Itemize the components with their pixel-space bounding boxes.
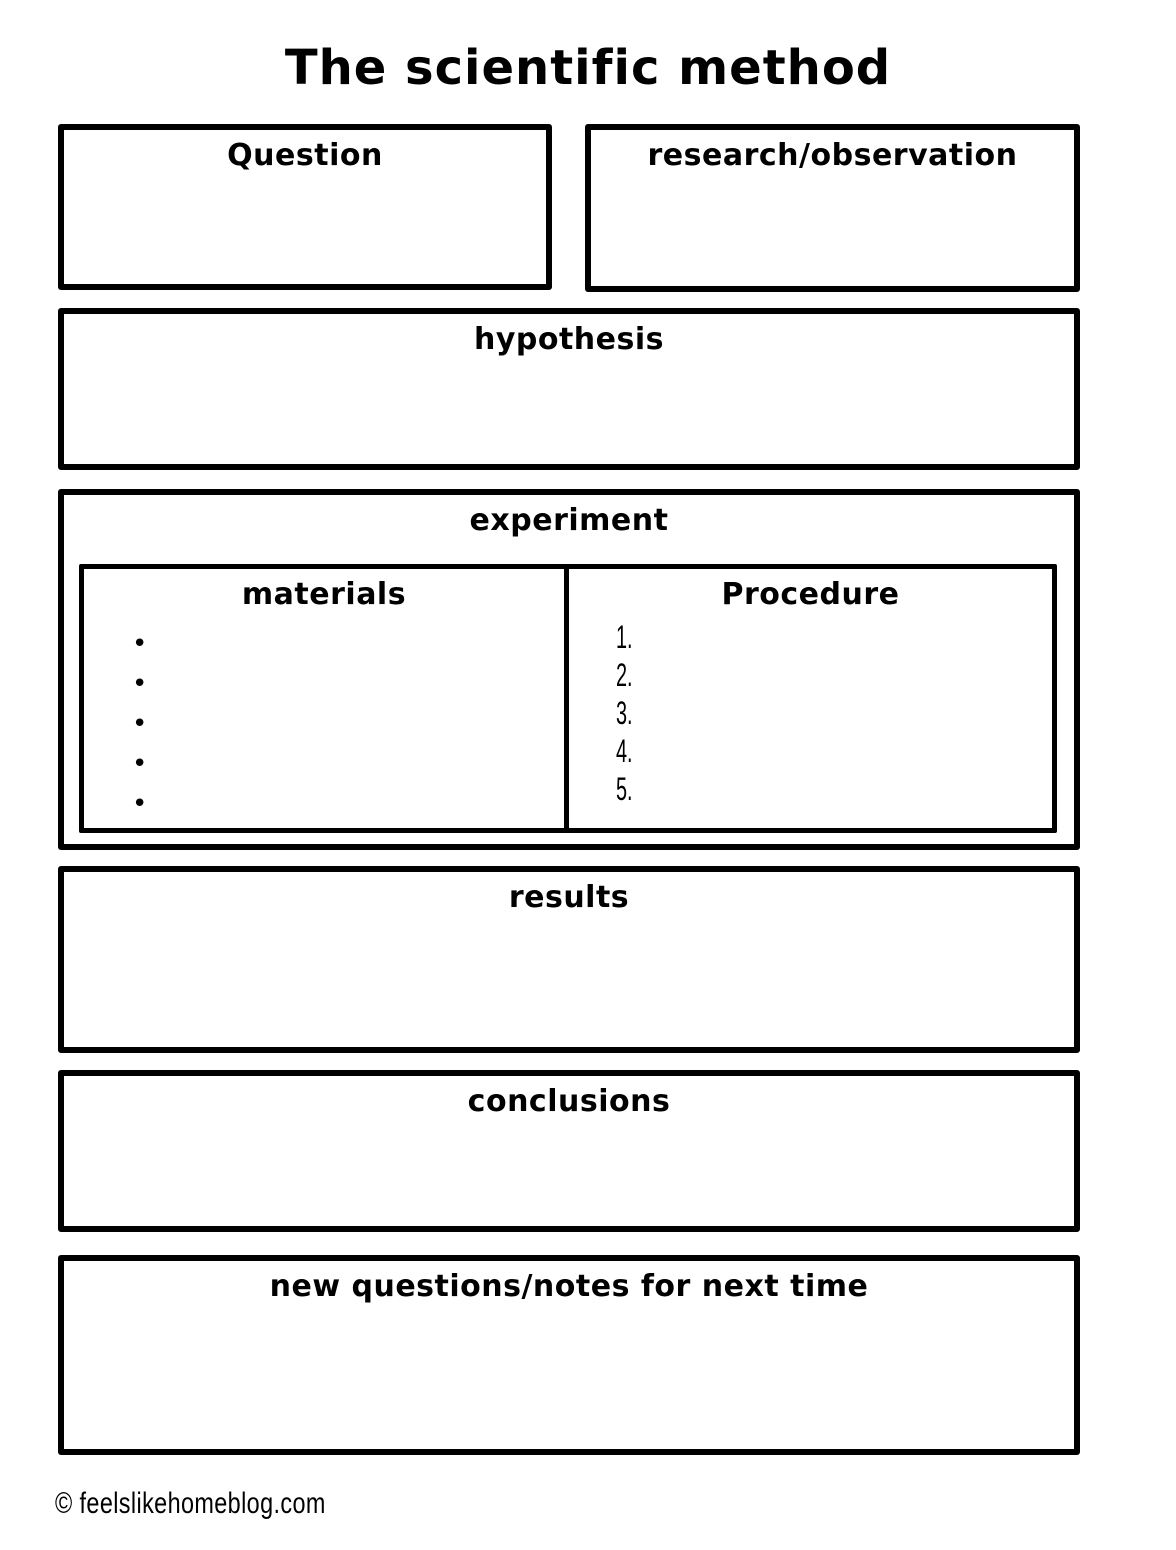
procedure-step-number: 4. [616, 733, 633, 769]
materials-label: materials [241, 577, 407, 612]
procedure-step-number: 2. [616, 657, 633, 693]
procedure-step-number: 3. [616, 695, 633, 731]
materials-bullet-list: • • • • • [84, 624, 564, 824]
procedure-step-number: 5. [616, 771, 633, 807]
research-observation-label: research/observation [647, 138, 1018, 173]
hypothesis-label: hypothesis [473, 322, 665, 357]
question-label: Question [227, 138, 383, 173]
bullet-icon: • [132, 669, 148, 699]
conclusions-label: conclusions [467, 1084, 671, 1119]
materials-procedure-box: materials • • • • • Procedure 1. 2. 3. 4… [79, 564, 1057, 833]
results-label: results [508, 880, 630, 915]
procedure-step-number: 1. [616, 619, 633, 655]
bullet-icon: • [132, 789, 148, 819]
procedure-step-list: 1. 2. 3. 4. 5. [569, 618, 1052, 808]
results-box: results [58, 866, 1080, 1053]
procedure-column: Procedure 1. 2. 3. 4. 5. [569, 569, 1052, 828]
new-questions-label: new questions/notes for next time [269, 1269, 869, 1304]
conclusions-box: conclusions [58, 1070, 1080, 1232]
bullet-icon: • [132, 749, 148, 779]
experiment-box: experiment materials • • • • • Procedure… [58, 489, 1080, 850]
copyright-footer: © feelslikehomeblog.com [55, 1487, 326, 1520]
hypothesis-box: hypothesis [58, 308, 1080, 470]
new-questions-box: new questions/notes for next time [58, 1255, 1080, 1455]
page-title: The scientific method [284, 40, 892, 96]
research-observation-box: research/observation [585, 124, 1080, 292]
question-box: Question [58, 124, 552, 290]
procedure-label: Procedure [721, 577, 900, 612]
bullet-icon: • [132, 709, 148, 739]
bullet-icon: • [132, 629, 148, 659]
materials-column: materials • • • • • [84, 569, 569, 828]
experiment-label: experiment [469, 503, 669, 538]
